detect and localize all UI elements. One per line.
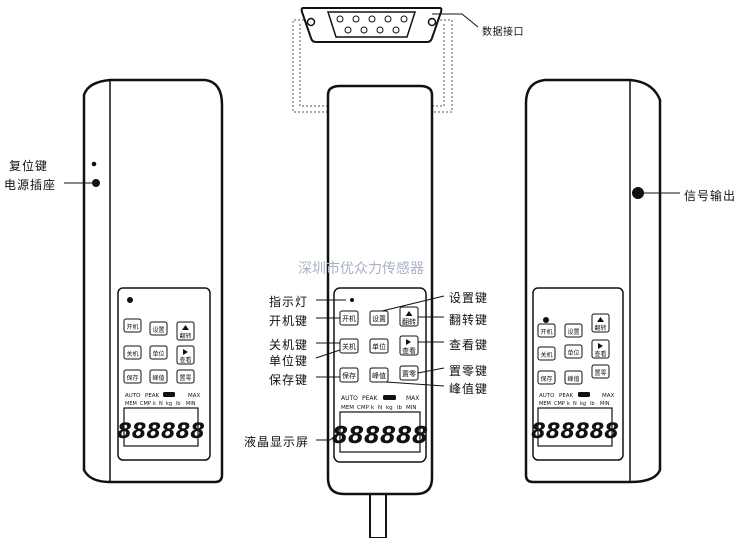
peak-key-label: 峰值键 xyxy=(449,382,489,396)
watermark: 深圳市优众力传感器 xyxy=(298,261,424,277)
device-key-text: k xyxy=(567,401,570,407)
device-key-text: MAX xyxy=(602,393,615,399)
device-key-text: MAX xyxy=(406,395,419,402)
center-device: 开机 设置 翻转 关机 单位 查看 保存 峰值 置零 AUTO PEAK MAX… xyxy=(326,84,434,539)
device-key-text: 查看 xyxy=(179,356,191,364)
device-key-text: 查看 xyxy=(594,350,606,358)
reset-key-label: 复位键 xyxy=(9,159,49,173)
left-device-callouts xyxy=(64,161,100,187)
device-key-text: kg xyxy=(580,401,586,407)
device-key-text: 峰值 xyxy=(152,374,164,382)
center-device-callouts xyxy=(315,295,445,441)
device-key-text: 关机 xyxy=(126,350,138,358)
device-key-text: lb xyxy=(176,401,181,407)
device-key-text: MIN xyxy=(186,401,196,407)
device-key-text: 开机 xyxy=(540,328,552,336)
device-key-text: N xyxy=(378,405,382,411)
device-key-text: 开机 xyxy=(342,314,356,323)
device-key-text: 888888 xyxy=(332,423,428,449)
device-key-text: MEM xyxy=(341,405,354,411)
device-key-text: 关机 xyxy=(540,351,552,359)
device-key-text: 保存 xyxy=(126,374,138,382)
device-key-text: 888888 xyxy=(117,419,205,443)
device-key-text: k xyxy=(371,405,375,411)
data-port-label: 数据接口 xyxy=(482,27,524,38)
device-key-text: k xyxy=(153,401,156,407)
device-key-text: 置零 xyxy=(402,370,416,378)
device-key-text: lb xyxy=(397,405,403,411)
device-key-text: kg xyxy=(386,405,393,411)
device-key-text: AUTO xyxy=(125,393,141,399)
device-key-text: 关机 xyxy=(342,342,356,351)
key-view xyxy=(399,335,419,356)
key-power-off xyxy=(339,338,359,354)
left-device: 开机 设置 翻转 关机 单位 查看 保存 峰值 置零 AUTO PEAK MAX… xyxy=(82,78,224,484)
key-save xyxy=(339,367,359,383)
device-key-text: 翻转 xyxy=(402,317,416,326)
device-key-text: 设置 xyxy=(152,326,164,334)
power-off-key-label: 关机键 xyxy=(269,338,309,352)
device-key-text: 设置 xyxy=(567,328,579,336)
device-key-text: 单位 xyxy=(567,349,579,357)
device-key-text: 置零 xyxy=(179,375,191,382)
flip-up-arrow-icon xyxy=(405,311,413,316)
device-key-text: 峰值 xyxy=(567,375,579,383)
flip-key-label: 翻转键 xyxy=(449,313,489,327)
data-port-connector xyxy=(300,7,443,43)
device-key-text: MEM xyxy=(125,401,137,407)
power-socket-label: 电源插座 xyxy=(4,178,57,192)
device-key-text: MAX xyxy=(188,393,201,399)
device-key-text: CMP xyxy=(357,405,370,411)
device-key-text: N xyxy=(159,401,163,407)
device-key-text: CMP xyxy=(140,401,151,407)
device-key-text: 翻转 xyxy=(179,332,191,340)
connector-guide-lines xyxy=(292,19,453,113)
key-peak xyxy=(369,367,389,383)
key-unit xyxy=(369,338,389,354)
zero-key-label: 置零键 xyxy=(449,364,489,378)
key-setting xyxy=(369,310,389,326)
view-right-arrow-icon xyxy=(406,339,411,345)
device-key-text: CMP xyxy=(554,401,565,407)
device-key-text: 置零 xyxy=(594,370,606,377)
device-key-text: kg xyxy=(166,401,172,407)
device-key-text: 888888 xyxy=(531,419,619,443)
device-key-text: PEAK xyxy=(559,393,574,399)
device-key-text: MIN xyxy=(600,401,610,407)
device-key-text: MIN xyxy=(406,405,416,411)
device-key-text: MEM xyxy=(539,401,551,407)
device-key-text: 保存 xyxy=(342,371,356,380)
data-port-leader xyxy=(432,13,479,28)
device-key-text: AUTO xyxy=(539,393,555,399)
device-key-text: lb xyxy=(590,401,595,407)
power-on-key-label: 开机键 xyxy=(269,314,309,328)
right-device: 开机 设置 翻转 关机 单位 查看 保存 峰值 置零 AUTO PEAK MAX… xyxy=(524,78,680,484)
view-key-label: 查看键 xyxy=(449,338,489,352)
indicator-light-label: 指示灯 xyxy=(269,295,309,309)
device-key-text: 翻转 xyxy=(594,324,606,332)
setting-key-label: 设置键 xyxy=(449,291,489,305)
signal-output-label: 信号输出 xyxy=(684,189,737,203)
lcd-screen-label: 液晶显示屏 xyxy=(244,435,310,449)
save-key-label: 保存键 xyxy=(269,373,309,387)
device-key-text: 单位 xyxy=(152,350,164,358)
device-key-text: 查看 xyxy=(402,346,416,355)
device-key-text: AUTO xyxy=(341,395,358,402)
device-key-text: 开机 xyxy=(126,323,138,331)
device-key-text: PEAK xyxy=(362,395,379,402)
lcd-screen xyxy=(339,411,421,453)
device-key-text: PEAK xyxy=(145,393,160,399)
device-key-text: 单位 xyxy=(372,342,386,351)
device-key-text: N xyxy=(573,401,577,407)
unit-key-label: 单位键 xyxy=(269,354,309,368)
device-key-text: 保存 xyxy=(540,375,552,383)
device-key-text: 峰值 xyxy=(372,371,386,380)
device-key-text: 设置 xyxy=(372,314,386,323)
